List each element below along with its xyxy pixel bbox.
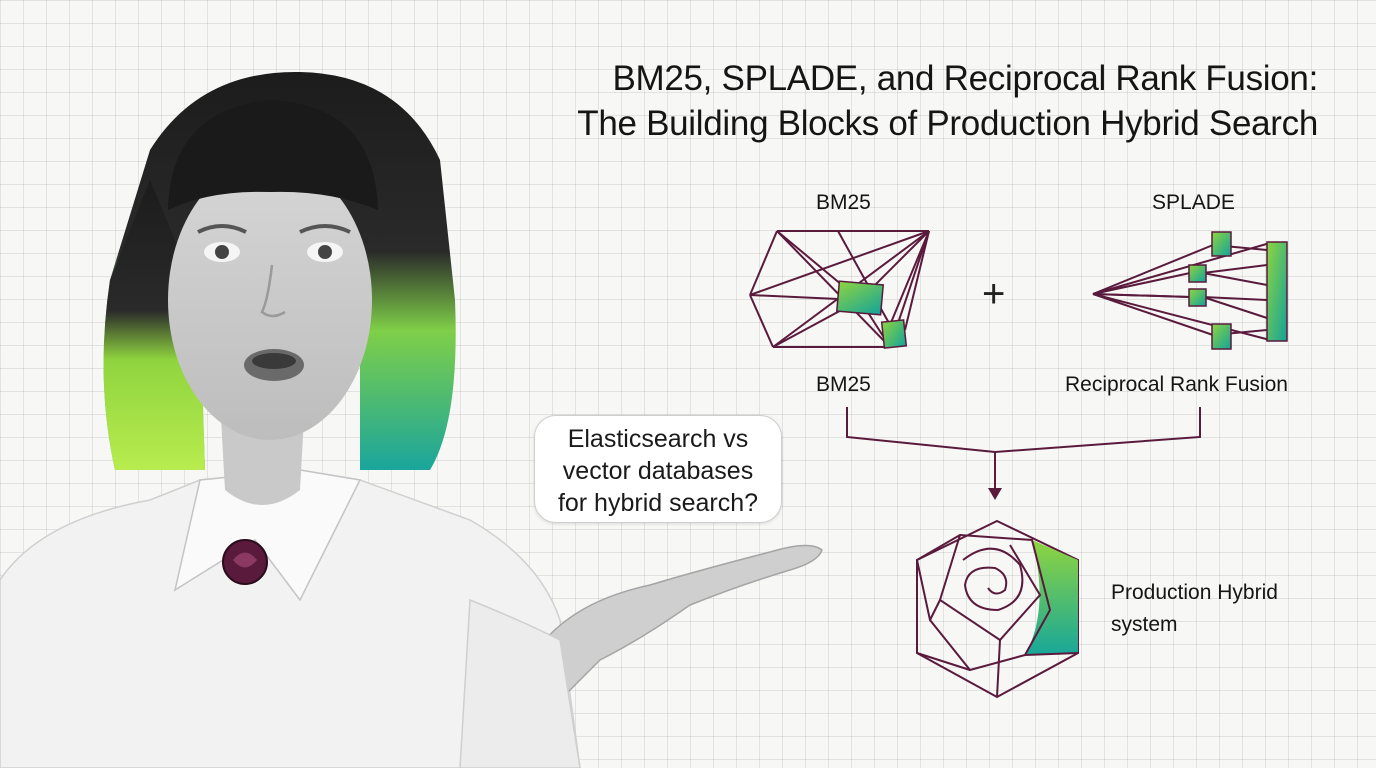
splade-node-2	[1188, 264, 1207, 283]
left-pupil	[215, 245, 229, 259]
mouth-inner	[252, 353, 296, 369]
splade-output-bar	[1266, 241, 1288, 342]
splade-label: SPLADE	[1152, 191, 1235, 214]
rose-hexagon-icon	[915, 519, 1079, 699]
speech-bubble: Elasticsearch vs vector databases for hy…	[534, 415, 782, 523]
splade-node-4	[1211, 323, 1232, 350]
right-pupil	[318, 245, 332, 259]
bm25-highlight-box-1	[835, 280, 885, 316]
result-label-line-2: system	[1111, 613, 1178, 636]
title-line-2: The Building Blocks of Production Hybrid…	[577, 104, 1318, 143]
arrow-down-icon	[988, 488, 1002, 500]
bm25-highlight-box-2	[880, 319, 908, 349]
splade-network-graphic	[1092, 242, 1271, 341]
rrf-label: Reciprocal Rank Fusion	[1065, 373, 1288, 396]
production-hybrid-label: Production Hybrid system	[1111, 577, 1331, 641]
rose-pin-petal	[233, 552, 257, 568]
collar	[173, 469, 362, 602]
left-brow	[197, 224, 247, 234]
title-line-1: BM25, SPLADE, and Reciprocal Rank Fusion…	[612, 59, 1318, 98]
bangs	[168, 100, 378, 210]
bm25-top-label: BM25	[816, 191, 871, 214]
nose	[260, 264, 286, 318]
open-hand	[544, 544, 823, 702]
bubble-line-1: Elasticsearch vs	[567, 425, 749, 453]
bubble-line-3: for hybrid search?	[557, 489, 759, 517]
splade-node-3	[1188, 288, 1207, 307]
splade-node-1	[1211, 231, 1232, 257]
sleeve	[459, 598, 581, 768]
right-brow	[299, 224, 351, 234]
bubble-line-2: vector databases	[562, 457, 754, 485]
page-title: BM25, SPLADE, and Reciprocal Rank Fusion…	[418, 56, 1318, 146]
bm25-bottom-label: BM25	[816, 373, 871, 396]
merge-connector	[846, 407, 1201, 490]
result-label-line-1: Production Hybrid	[1111, 581, 1278, 604]
plus-icon: +	[982, 272, 1006, 316]
face	[168, 160, 372, 440]
